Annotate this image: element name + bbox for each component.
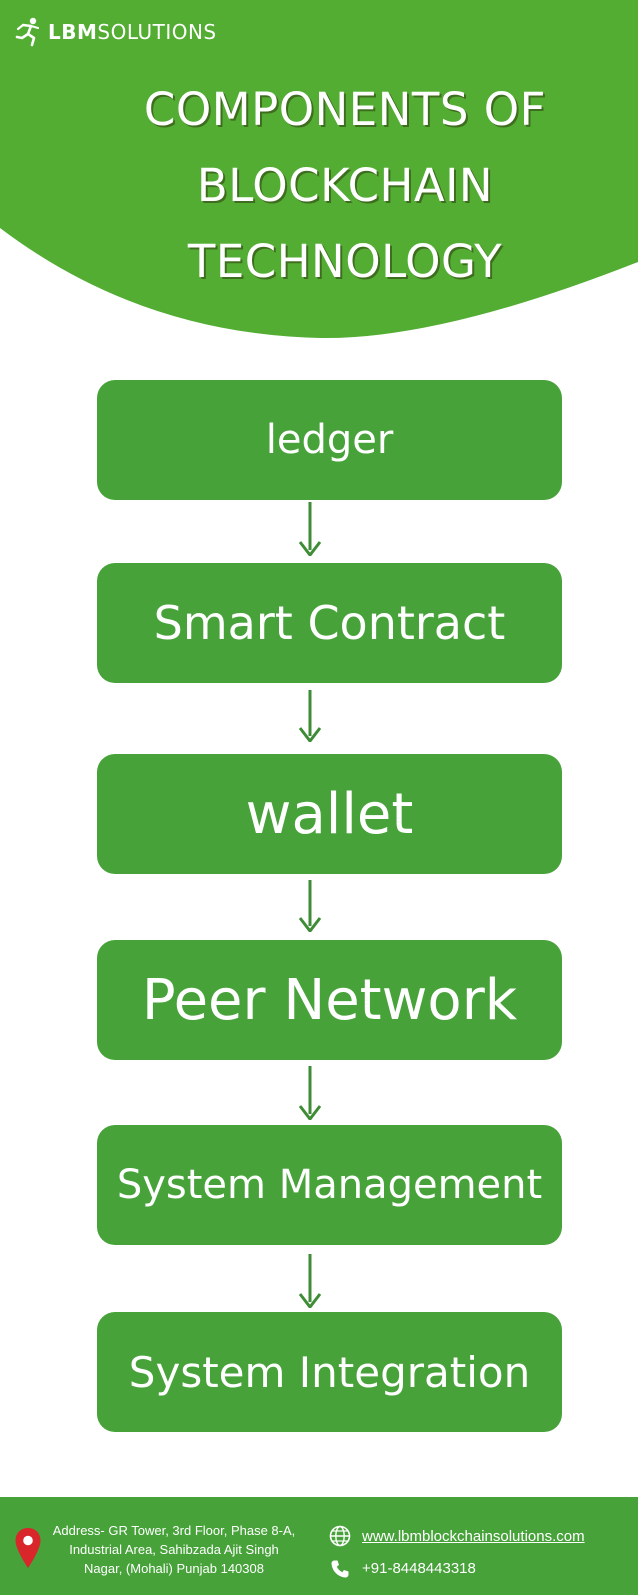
component-label: System Integration	[128, 1347, 531, 1397]
component-label: System Management	[116, 1162, 543, 1208]
website-link[interactable]: www.lbmblockchainsolutions.com	[362, 1528, 585, 1545]
header-background	[0, 0, 638, 339]
title-line-2: BLOCKCHAIN	[196, 159, 494, 212]
component-box-system-management: System Management	[97, 1125, 562, 1245]
brand-name: LBMSOLUTIONS	[48, 22, 217, 42]
component-label: wallet	[245, 781, 414, 847]
address-line-1: Address- GR Tower, 3rd Floor, Phase 8-A,	[52, 1523, 296, 1538]
flow-arrow	[298, 690, 322, 742]
address: Address- GR Tower, 3rd Floor, Phase 8-A,…	[44, 1521, 304, 1578]
component-box-peer-network: Peer Network	[97, 940, 562, 1060]
phone-number[interactable]: +91-8448443318	[362, 1560, 476, 1577]
brand-name-bold: LBM	[48, 20, 98, 44]
address-line-2: Industrial Area, Sahibzada Ajit Singh	[69, 1542, 279, 1557]
address-line-3: Nagar, (Mohali) Punjab 140308	[84, 1561, 264, 1576]
component-box-smart-contract: Smart Contract	[97, 563, 562, 683]
title-line-3: TECHNOLOGY	[187, 235, 503, 288]
component-label: ledger	[265, 417, 394, 463]
flow-arrow	[298, 1066, 322, 1120]
brand-logo[interactable]: LBMSOLUTIONS	[14, 16, 217, 48]
component-box-wallet: wallet	[97, 754, 562, 874]
footer: Address- GR Tower, 3rd Floor, Phase 8-A,…	[0, 1497, 638, 1595]
phone-icon	[331, 1560, 349, 1578]
runner-logo-icon	[15, 17, 40, 47]
component-box-ledger: ledger	[97, 380, 562, 500]
flow-arrow	[298, 1254, 322, 1308]
globe-icon	[329, 1525, 351, 1547]
component-label: Peer Network	[141, 967, 518, 1033]
flow-arrow	[298, 880, 322, 932]
flow-arrow	[298, 502, 322, 556]
title-line-1: COMPONENTS OF	[143, 83, 547, 136]
component-label: Smart Contract	[153, 596, 506, 650]
page-title: COMPONENTS OF BLOCKCHAIN TECHNOLOGY	[110, 72, 580, 300]
map-pin-icon	[15, 1528, 41, 1568]
component-box-system-integration: System Integration	[97, 1312, 562, 1432]
brand-name-light: SOLUTIONS	[97, 20, 217, 44]
